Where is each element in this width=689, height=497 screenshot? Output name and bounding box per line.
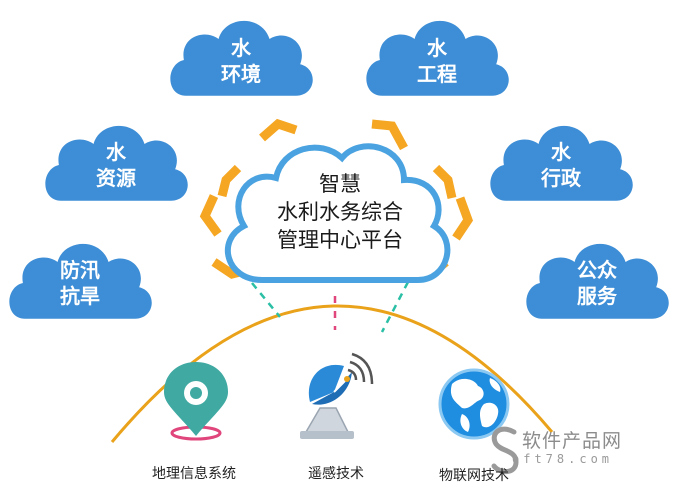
chevron-ring	[199, 118, 474, 281]
center-platform-label: 智慧 水利水务综合 管理中心平台	[245, 162, 435, 262]
center-title-line1: 智慧	[319, 172, 361, 196]
watermark-domain: oft78.com	[512, 452, 614, 466]
cloud-water-administration[interactable]	[490, 125, 633, 201]
cloud-public-service[interactable]	[526, 243, 669, 319]
watermark-logo	[491, 426, 519, 474]
cloud-flood-drought[interactable]	[9, 243, 152, 319]
center-title-line3: 管理中心平台	[277, 228, 403, 252]
watermark-name: 软件产品网	[522, 430, 623, 452]
connector-right	[380, 281, 410, 333]
globe-icon	[438, 368, 510, 440]
center-cloud	[224, 143, 451, 283]
map-pin-icon	[164, 362, 228, 441]
connector-left	[251, 282, 281, 318]
cloud-water-environment[interactable]	[170, 20, 313, 96]
tech-label-iot: 物联网技术	[439, 468, 509, 484]
tech-label-gis: 地理信息系统	[152, 466, 236, 482]
cloud-water-engineering[interactable]	[366, 20, 509, 96]
center-title-line2: 水利水务综合	[277, 200, 403, 224]
satellite-dish-icon	[300, 352, 374, 439]
tech-label-remote-sensing: 遥感技术	[308, 466, 364, 482]
cloud-water-resources[interactable]	[45, 125, 188, 201]
